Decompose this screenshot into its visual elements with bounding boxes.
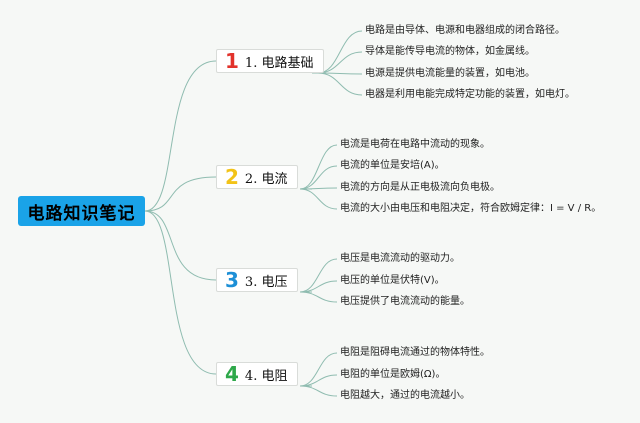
branch-4-to-leaf-1 [299, 352, 338, 387]
branch-node-2[interactable]: 2 2. 电流 [216, 165, 299, 189]
branch-2-to-leaf-4 [299, 188, 338, 210]
leaf-1-2: 导体是能传导电流的物体，如金属线。 [365, 46, 535, 57]
branch-4-to-leaf-3 [299, 385, 338, 397]
leaf-2-4: 电流的大小由电压和电阻决定，符合欧姆定律：I = V / R。 [340, 203, 602, 214]
leaf-1-1: 电路是由导体、电源和电器组成的闭合路径。 [365, 25, 565, 36]
leaf-4-2: 电阻的单位是欧姆(Ω)。 [340, 369, 446, 380]
branch-label-4: 4. 电阻 [244, 368, 288, 384]
branch-node-3[interactable]: 3 3. 电压 [216, 268, 299, 292]
branch-3-to-leaf-3 [299, 291, 338, 303]
root-label: 电路知识笔记 [27, 203, 136, 224]
branch-1-to-leaf-1 [317, 30, 363, 74]
leaf-1-3: 电源是提供电流能量的装置，如电池。 [365, 68, 535, 79]
leaf-4-1: 电阻是阻碍电流通过的物体特性。 [340, 347, 490, 358]
branch-node-1[interactable]: 1 1. 电路基础 [216, 49, 325, 73]
branch-2-to-leaf-2 [299, 165, 338, 190]
leaf-3-1: 电压是电流流动的驱动力。 [340, 253, 460, 264]
branch-3-to-leaf-2 [299, 280, 338, 293]
branch-1-to-leaf-2 [317, 51, 363, 74]
branch-2-to-leaf-1 [299, 144, 338, 190]
branch-1-to-leaf-4 [317, 72, 363, 96]
root-to-branch-1 [144, 60, 217, 212]
root-to-branch-4 [144, 210, 217, 375]
branch-node-4[interactable]: 4 4. 电阻 [216, 362, 299, 386]
branch-label-2: 2. 电流 [244, 171, 288, 187]
branch-number-4: 4 [225, 362, 239, 386]
root-to-branch-2 [144, 176, 217, 212]
leaf-3-3: 电压提供了电流流动的能量。 [340, 296, 470, 307]
branch-number-2: 2 [225, 165, 239, 189]
branch-label-1: 1. 电路基础 [244, 55, 314, 71]
leaf-2-1: 电流是电荷在电路中流动的现象。 [340, 139, 490, 150]
leaf-2-3: 电流的方向是从正电极流向负电极。 [340, 182, 500, 193]
branch-number-3: 3 [225, 268, 239, 292]
branch-4-to-leaf-2 [299, 374, 338, 387]
root-node[interactable]: 电路知识笔记 [18, 196, 145, 226]
leaf-3-2: 电压的单位是伏特(V)。 [340, 275, 445, 286]
branch-label-3: 3. 电压 [244, 274, 288, 290]
leaf-4-3: 电阻越大，通过的电流越小。 [340, 390, 470, 401]
root-to-branch-3 [144, 210, 217, 281]
leaf-1-4: 电器是利用电能完成特定功能的装置，如电灯。 [365, 89, 575, 100]
branch-number-1: 1 [225, 49, 239, 73]
leaf-2-2: 电流的单位是安培(A)。 [340, 160, 445, 171]
branch-3-to-leaf-1 [299, 258, 338, 293]
